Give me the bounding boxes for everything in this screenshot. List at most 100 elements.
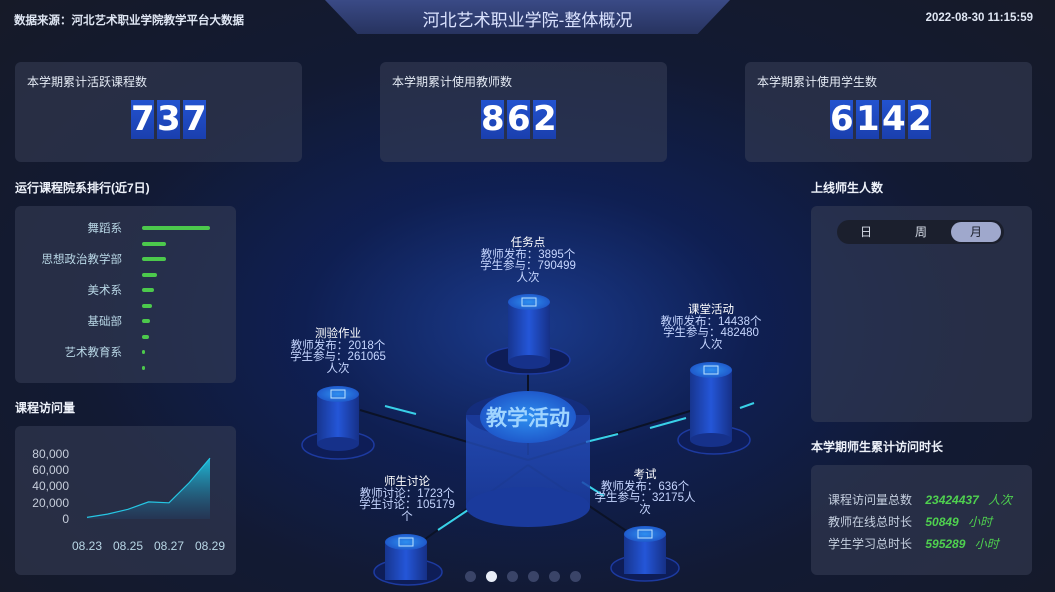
- duration-panel: [811, 465, 1032, 575]
- counter-digits: 8 6 2: [481, 99, 557, 139]
- rank-bar: [142, 303, 153, 308]
- online-title: 上线师生人数: [811, 181, 884, 195]
- node-line: 人次: [326, 362, 350, 375]
- rank-bar: [142, 319, 151, 323]
- stat-label: 本学期累计使用学生数: [757, 75, 878, 89]
- cylinder-task: [508, 294, 550, 369]
- duration-row: 教师在线总时长 50849 小时: [828, 513, 992, 530]
- carousel-dot[interactable]: [549, 571, 560, 582]
- teaching-activity-diagram: 教学活动: [301, 294, 755, 586]
- duration-row: 课程访问量总数 23424437 人次: [828, 491, 1012, 508]
- node-class-label: 课堂活动 教师发布：14438个 学生参与：482480 人次: [652, 304, 770, 351]
- node-line: 教师发布：3895个: [480, 248, 576, 261]
- node-name: 测验作业: [315, 328, 361, 340]
- duration-row: 学生学习总时长 595289 小时: [828, 535, 999, 552]
- counter-digit: 8: [481, 99, 505, 139]
- node-exam-label: 考试 教师发布：636个 学生参与：32175人 次: [588, 469, 702, 516]
- stat-card-courses: 本学期累计活跃课程数 7 3 7: [15, 62, 302, 162]
- central-cylinder: 教学活动: [466, 391, 590, 527]
- rank-label: 舞蹈系: [87, 223, 123, 235]
- rank-bar: [142, 350, 146, 354]
- rank-bar: [142, 365, 145, 370]
- counter-digit: 6: [830, 99, 854, 139]
- counter-digit: 4: [882, 99, 906, 139]
- datetime: 2022-08-30 11:15:59: [925, 12, 1033, 24]
- node-line: 次: [639, 503, 651, 516]
- duration-unit: 小时: [974, 537, 999, 551]
- cylinder-class: [690, 362, 732, 447]
- duration-label: 教师在线总时长: [828, 515, 913, 529]
- carousel-dot[interactable]: [570, 571, 581, 582]
- ranking-title: 运行课程院系排行(近7日): [15, 181, 150, 195]
- rank-bar: [142, 334, 149, 339]
- rank-bar: [142, 288, 155, 292]
- x-tick-label: 08.23: [72, 539, 102, 553]
- rank-label: 思想政治教学部: [41, 254, 123, 266]
- duration-label: 学生学习总时长: [828, 537, 913, 551]
- carousel-dot[interactable]: [486, 571, 497, 582]
- duration-title: 本学期师生累计访问时长: [811, 440, 944, 454]
- visits-line: [86, 457, 211, 518]
- stat-label: 本学期累计活跃课程数: [27, 75, 148, 89]
- y-tick-label: 40,000: [32, 479, 69, 493]
- rank-label: 艺术教育系: [64, 347, 123, 359]
- counter-digit: 1: [856, 99, 880, 139]
- node-line: 教师讨论：1723个: [359, 487, 455, 500]
- carousel-dot[interactable]: [528, 571, 539, 582]
- visits-area-chart: 80,000 60,000 40,000 20,000 0 08.23 08.2…: [32, 447, 225, 553]
- counter-digits: 6 1 4 2: [830, 99, 932, 139]
- duration-unit: 人次: [988, 493, 1013, 507]
- x-tick-label: 08.29: [195, 539, 225, 553]
- rank-label: 基础部: [87, 316, 123, 328]
- carousel-dot[interactable]: [465, 571, 476, 582]
- y-tick-label: 80,000: [32, 447, 69, 461]
- tab-week[interactable]: 周: [914, 225, 927, 239]
- node-name: 考试: [633, 469, 657, 481]
- tab-month[interactable]: 月: [951, 222, 1001, 242]
- y-tick-label: 0: [62, 512, 69, 526]
- node-line: 个: [401, 510, 413, 523]
- counter-digit: 2: [533, 99, 557, 139]
- exam-icon: [637, 529, 653, 539]
- counter-digit: 7: [183, 99, 207, 139]
- cylinder-quiz: [317, 386, 359, 451]
- rank-bar: [142, 226, 210, 230]
- visits-chart-panel: 80,000 60,000 40,000 20,000 0 08.23 08.2…: [15, 426, 236, 575]
- node-line: 教师发布：2018个: [290, 339, 386, 352]
- carousel-dot[interactable]: [507, 571, 518, 582]
- counter-digit: 6: [507, 99, 531, 139]
- node-line: 学生参与：482480: [663, 327, 759, 339]
- duration-unit: 小时: [968, 515, 993, 529]
- discussion-icon: [398, 537, 414, 547]
- stat-card-teachers: 本学期累计使用教师数 8 6 2: [380, 62, 667, 162]
- visits-area: [87, 458, 210, 519]
- node-line: 教师发布：14438个: [660, 315, 762, 328]
- tab-day[interactable]: 日: [859, 225, 872, 239]
- counter-digits: 7 3 7: [131, 99, 207, 139]
- rank-bar: [142, 257, 166, 261]
- class-icon: [703, 365, 719, 375]
- node-task-label: 任务点 教师发布：3895个 学生参与：790499 人次: [468, 237, 588, 284]
- rank-label: 美术系: [87, 285, 123, 297]
- quiz-icon: [330, 389, 346, 399]
- title-plate: [325, 0, 730, 34]
- top-bar: 河北艺术职业学院-整体概况 数据来源：河北艺术职业学院教学平台大数据 2022-…: [0, 0, 1055, 36]
- y-tick-label: 60,000: [32, 463, 69, 477]
- x-tick-label: 08.25: [113, 539, 143, 553]
- connector-highlights: [384, 402, 755, 531]
- counter-digit: 7: [131, 99, 155, 139]
- node-name: 师生讨论: [384, 476, 430, 488]
- data-source-label: 数据来源：河北艺术职业学院教学平台大数据: [14, 15, 244, 27]
- duration-label: 课程访问量总数: [828, 493, 913, 507]
- node-line: 学生参与：790499: [480, 260, 576, 272]
- stat-label: 本学期累计使用教师数: [392, 75, 513, 89]
- node-line: 学生讨论：105179: [359, 499, 455, 511]
- node-line: 人次: [516, 271, 540, 284]
- counter-digit: 2: [908, 99, 932, 139]
- node-line: 教师发布：636个: [600, 480, 690, 493]
- node-name: 任务点: [510, 237, 546, 249]
- node-line: 学生参与：32175人: [594, 492, 696, 504]
- ranking-panel: 舞蹈系 思想政治教学部 美术系 基础部 艺术教育系: [15, 206, 236, 383]
- cylinder-discussion: [385, 534, 427, 580]
- duration-value: 595289: [925, 537, 966, 551]
